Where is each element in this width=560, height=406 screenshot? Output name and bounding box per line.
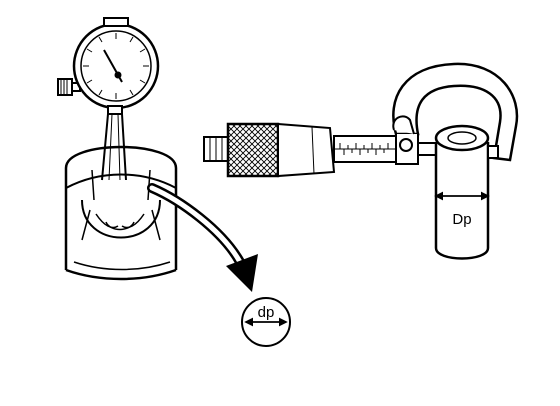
piston-pin-diameter-label: Dp: [452, 211, 471, 228]
callout-arrow: [147, 183, 258, 292]
dial-top-cap: [103, 17, 129, 27]
dial-hub: [114, 71, 122, 79]
lock-nut: [399, 138, 413, 152]
lock-lever: [392, 115, 415, 135]
micrometer-icon: [203, 62, 519, 178]
micrometer-frame: [392, 62, 519, 162]
dial-bore-gauge-icon: [57, 17, 160, 181]
arrow-head: [226, 254, 258, 292]
dial-face: [80, 30, 152, 102]
thimble-knurl: [226, 122, 280, 178]
piston-pin: Dp: [434, 124, 499, 260]
piston-cutaway: [64, 145, 178, 281]
thimble: [277, 122, 336, 178]
gauge-neck: [107, 105, 123, 115]
spindle: [417, 142, 437, 156]
dial-ticks: [83, 33, 149, 99]
gauge-plunger: [57, 78, 81, 96]
pin-bore-callout: dp: [241, 297, 291, 347]
pin-bore-diameter-label: dp: [258, 304, 275, 321]
sleeve-scale: [339, 143, 389, 155]
